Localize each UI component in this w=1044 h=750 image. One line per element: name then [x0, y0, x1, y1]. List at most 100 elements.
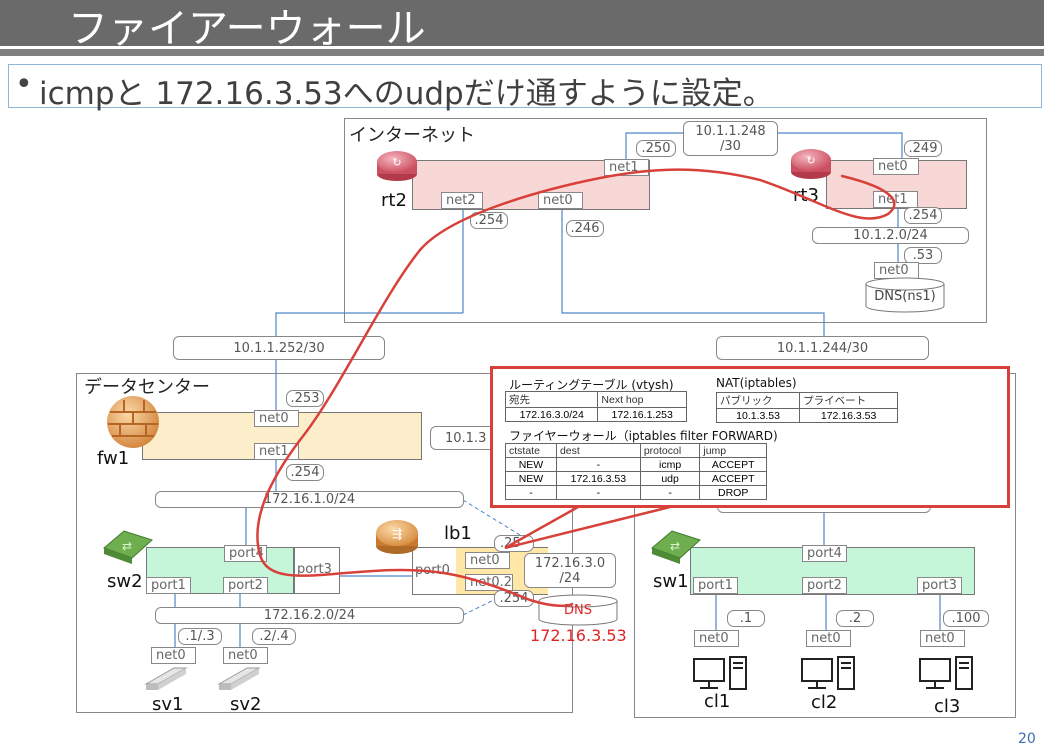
firewall-cell: -: [505, 485, 557, 500]
cl3-pc-icon: [919, 656, 973, 690]
cl2-label: cl2: [811, 692, 838, 713]
sw1-port-port3: port3: [917, 577, 962, 594]
sv1-label: sv1: [152, 694, 184, 715]
firewall-cell: ACCEPT: [699, 471, 767, 486]
sw2-port-port3: port3: [297, 562, 332, 577]
svg-text:⇶: ⇶: [392, 527, 402, 541]
dns-label: DNS: [564, 603, 592, 618]
cl1-port-net0: net0: [694, 630, 739, 647]
ns1-label: DNS(ns1): [874, 289, 936, 304]
fw1-port-net0: net0: [254, 410, 299, 427]
addr-254-rt2: .254: [470, 212, 508, 229]
sw2-port3-area: [294, 547, 340, 594]
sw2-port-port4: port4: [224, 545, 267, 562]
sw2-label: sw2: [107, 571, 143, 592]
addr-254-fw: .254: [286, 464, 324, 481]
svg-text:↻: ↻: [806, 154, 815, 167]
firewall-header: dest: [555, 443, 641, 458]
bullet-dot: •: [15, 67, 33, 102]
firewall-header: protocol: [639, 443, 701, 458]
cl1-pc-icon: [693, 656, 747, 690]
net-10-1-3: 10.1.3: [430, 426, 500, 450]
net-172-16-3-0: 172.16.3.0 /24: [524, 553, 616, 588]
sv2-server-icon: [217, 667, 261, 690]
rt3-port-net0: net0: [873, 158, 919, 175]
firewall-cell: NEW: [505, 457, 557, 472]
sv2-label: sv2: [230, 694, 262, 715]
net-172-16-1-0: 172.16.1.0/24: [155, 491, 464, 508]
bullet-text: icmpと 172.16.3.53へのudpだけ通すように設定。: [39, 76, 774, 112]
addr-254-rt3: .254: [904, 207, 942, 224]
lb1-label: lb1: [444, 523, 472, 544]
sw1-label: sw1: [653, 571, 689, 592]
firewall-cell: -: [555, 485, 641, 500]
sw1-port-port1: port1: [693, 577, 738, 594]
addr-246: .246: [566, 220, 604, 237]
sw1-port-port4: port4: [802, 545, 847, 562]
svg-text:⇄: ⇄: [122, 539, 132, 553]
sv2-port-net0: net0: [223, 647, 268, 664]
addr-254-lb: .254: [494, 590, 534, 607]
lb1-port-net02: net0.2: [465, 574, 513, 591]
sv1-port-net0: net0: [151, 647, 196, 664]
routing-title: ルーティングテーブル (vtysh): [509, 378, 674, 392]
addr-250: .250: [636, 140, 676, 157]
firewall-table: ctstate dest protocol jump NEW - icmp AC…: [505, 443, 767, 500]
addr-1-3: .1/.3: [178, 628, 222, 645]
firewall-cell: 172.16.3.53: [555, 471, 641, 486]
nat-cell: 172.16.3.53: [799, 408, 898, 423]
slide-title: ファイアーウォール: [68, 6, 426, 52]
nat-cell: 10.1.3.53: [715, 408, 801, 423]
nat-title: NAT(iptables): [716, 376, 797, 390]
net-10-1-1-252: 10.1.1.252/30: [173, 336, 385, 360]
net-10-1-2-0: 10.1.2.0/24: [812, 227, 969, 244]
rt2-port-net0: net0: [538, 192, 583, 209]
title-rule: [0, 46, 1044, 56]
routing-cell: 172.16.1.253: [597, 407, 687, 422]
fw1-label: fw1: [97, 448, 130, 469]
cl3-label: cl3: [934, 696, 961, 717]
sv1-server-icon: [144, 667, 188, 690]
firewall-header: ctstate: [505, 443, 557, 458]
addr-2-4: .2/.4: [252, 628, 296, 645]
net-10-1-1-248: 10.1.1.248 /30: [683, 121, 778, 156]
sw1-port-port2: port2: [802, 577, 847, 594]
net-172-16-2-0: 172.16.2.0/24: [155, 607, 464, 624]
addr-249: .249: [904, 140, 942, 157]
firewall-cell: DROP: [699, 485, 767, 500]
cl2-pc-icon: [801, 656, 855, 690]
bullet-box: • icmpと 172.16.3.53へのudpだけ通すように設定。: [8, 64, 1042, 112]
cl3-port-net0: net0: [920, 630, 965, 647]
routing-cell: 172.16.3.0/24: [504, 407, 599, 422]
addr-100: .100: [943, 610, 989, 627]
addr-2: .2: [836, 610, 874, 627]
firewall-title: ファイヤーウォール（iptables filter FORWARD): [509, 429, 778, 443]
sw2-port-port1: port1: [146, 577, 191, 594]
addr-1: .1: [727, 610, 765, 627]
rt2-label: rt2: [381, 190, 407, 211]
title-bar: ファイアーウォール: [0, 0, 1044, 52]
lb1-port-net0: net0: [465, 552, 510, 569]
svg-text:↻: ↻: [392, 156, 401, 169]
rt2-port-net2: net2: [441, 192, 483, 209]
net-10-1-1-244: 10.1.1.244/30: [716, 336, 929, 360]
cl1-label: cl1: [704, 691, 731, 712]
sw2-port-port2: port2: [223, 577, 268, 594]
cl2-port-net0: net0: [806, 630, 851, 647]
dns-ip-label: 172.16.3.53: [530, 626, 627, 645]
firewall-cell: -: [639, 485, 701, 500]
